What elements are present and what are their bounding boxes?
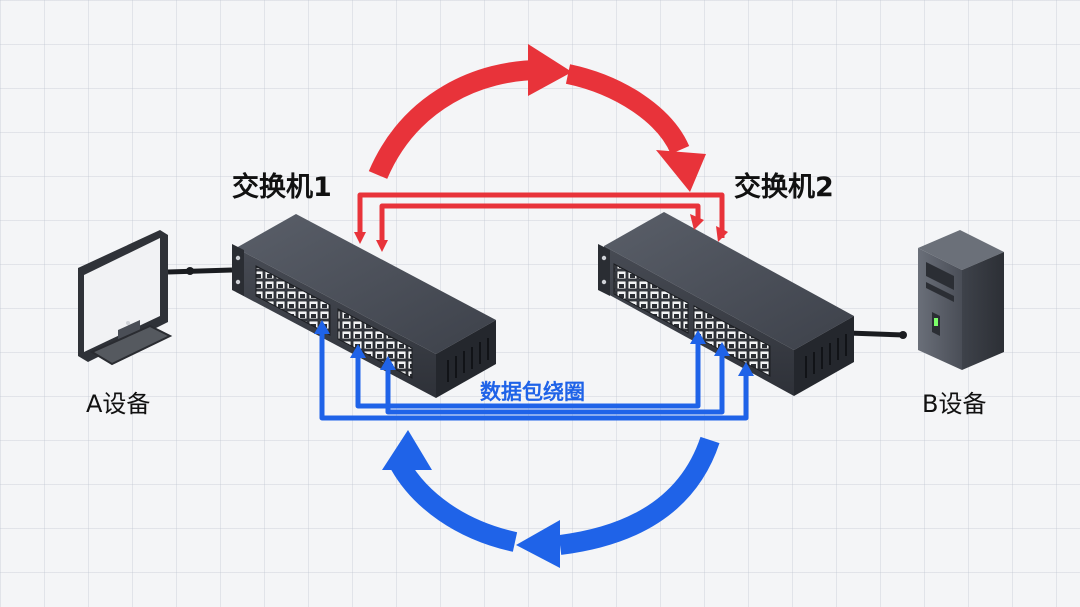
- red-loop-arc: [368, 44, 706, 192]
- switch-1-label: 交换机1: [232, 171, 332, 203]
- blue-cable-links: [314, 320, 754, 421]
- switch-2-label: 交换机2: [734, 171, 834, 203]
- device-b-label: B设备: [922, 390, 986, 418]
- device-b-server-tower-icon: [847, 230, 1004, 370]
- switch-2-icon: [598, 212, 854, 396]
- device-a-label: A设备: [86, 390, 150, 418]
- switch-1-icon: [232, 214, 496, 398]
- loop-label: 数据包绕圈: [480, 380, 585, 404]
- device-a-monitor-icon: [78, 230, 233, 366]
- blue-loop-arc: [382, 430, 720, 568]
- red-cable-links: [354, 192, 728, 252]
